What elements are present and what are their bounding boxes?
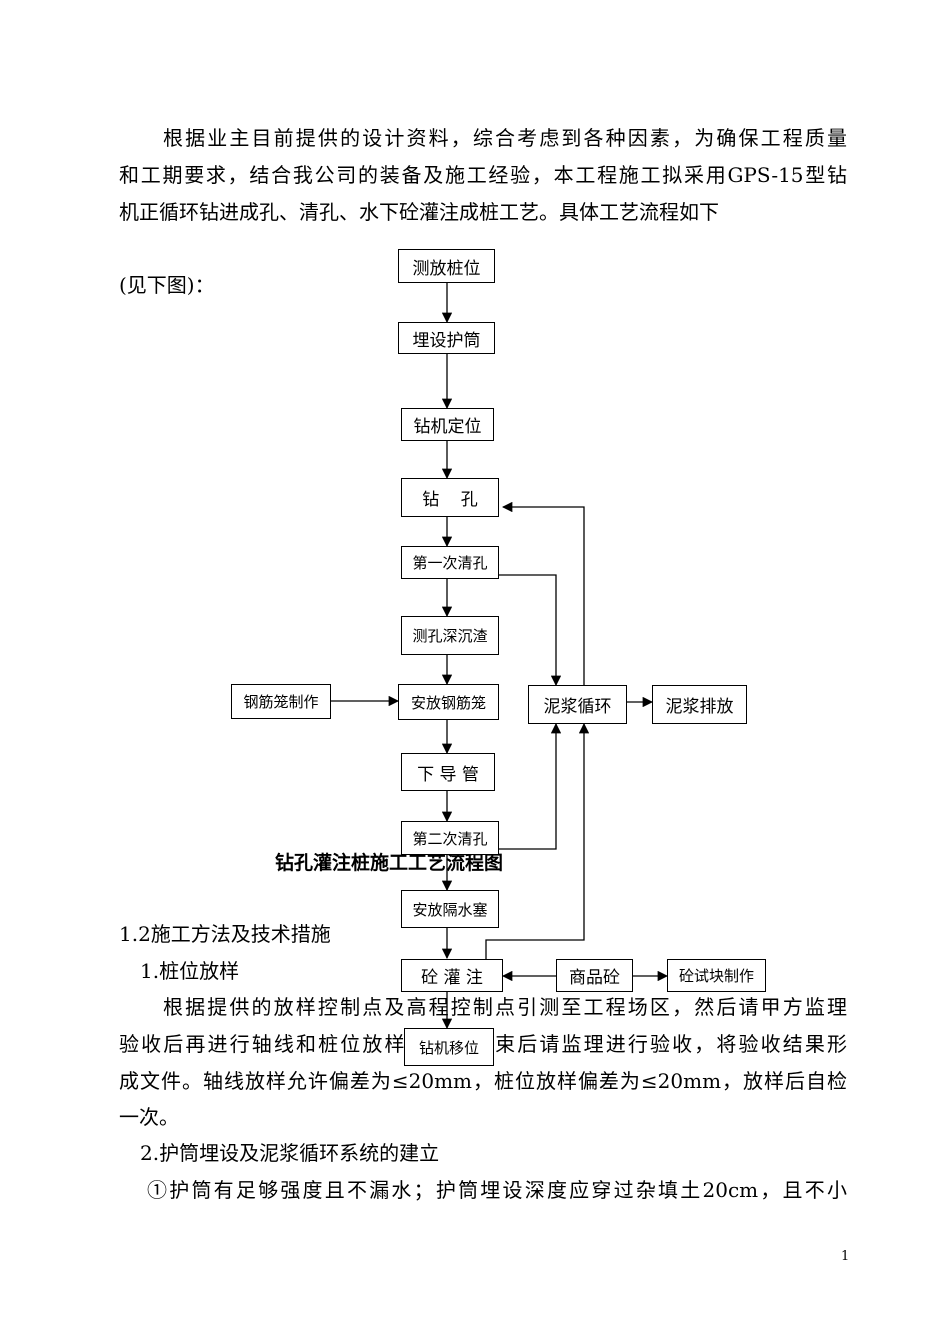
node-drilling: 钻 孔 [401, 478, 499, 517]
arrow-pour-mud [485, 722, 590, 959]
node-commercial-concrete: 商品砼 [556, 959, 633, 992]
node-water-plug: 安放隔水塞 [401, 890, 499, 928]
node-rig-position: 钻机定位 [401, 408, 494, 441]
node-test-block: 砼试块制作 [667, 959, 766, 992]
para1-line-3: 成文件。轴线放样允许偏差为≤20mm，桩位放样偏差为≤20mm，放样后自检 [119, 1069, 847, 1093]
node-clean-second: 第二次清孔 [401, 821, 499, 855]
subsection-1-heading: 1.桩位放样 [140, 959, 240, 983]
para1-line-1: 根据提供的放样控制点及高程控制点引测至工程场区，然后请甲方监理 [163, 995, 847, 1019]
node-rig-move: 钻机移位 [404, 1028, 494, 1066]
arrow-clean1-mud [499, 574, 562, 687]
para1-line-4: 一次。 [119, 1105, 179, 1129]
node-cage-place: 安放钢筋笼 [398, 684, 499, 720]
para2-line-1: ①护筒有足够强度且不漏水；护筒埋设深度应穿过杂填土20cm，且不小 [147, 1178, 847, 1202]
node-cage-make: 钢筋笼制作 [231, 684, 331, 719]
section-heading: 1.2施工方法及技术措施 [119, 922, 331, 946]
flowchart-title: 钻孔灌注桩施工工艺流程图 [275, 852, 504, 874]
intro-line-3: 机正循环钻进成孔、清孔、水下砼灌注成桩工艺。具体工艺流程如下 [119, 200, 719, 224]
node-mud-discharge: 泥浆排放 [652, 685, 747, 724]
node-tremie-pipe: 下 导 管 [401, 753, 495, 791]
node-survey: 测放桩位 [398, 249, 495, 283]
intro-line-4: (见下图)： [119, 273, 215, 297]
node-measure-sediment: 测孔深沉渣 [401, 616, 499, 655]
arrow-mud-drilling [501, 501, 585, 685]
node-concrete-pour: 砼 灌 注 [401, 959, 503, 992]
arrow-clean2-mud [499, 722, 562, 850]
node-casing: 埋设护筒 [398, 322, 495, 354]
subsection-2-heading: 2.护筒埋设及泥浆循环系统的建立 [140, 1141, 440, 1165]
intro-line-2: 和工期要求，结合我公司的装备及施工经验，本工程施工拟采用GPS-15型钻 [119, 163, 847, 187]
node-mud-cycle: 泥浆循环 [528, 685, 627, 724]
page-number: 1 [841, 1249, 850, 1264]
intro-line-1: 根据业主目前提供的设计资料，综合考虑到各种因素，为确保工程质量 [163, 126, 847, 150]
node-clean-first: 第一次清孔 [401, 546, 499, 579]
